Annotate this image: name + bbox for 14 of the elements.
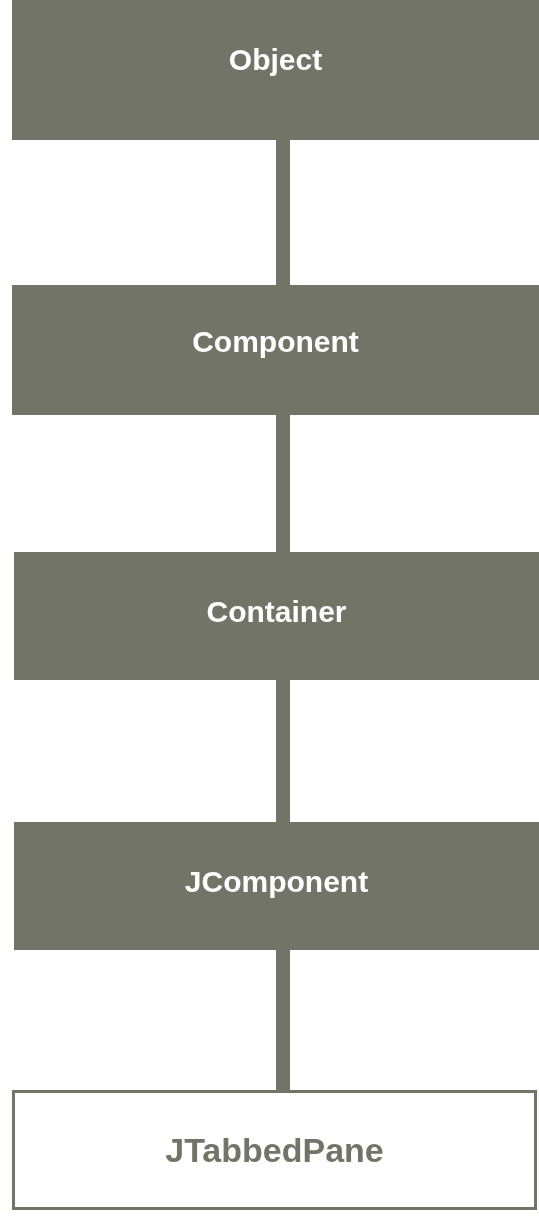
class-name: JComponent xyxy=(184,865,369,899)
class-name: Container xyxy=(206,595,347,629)
class-name: Component xyxy=(192,325,359,359)
class-box xyxy=(12,1090,537,1210)
class-name: Object xyxy=(228,43,323,77)
class-box xyxy=(14,552,539,680)
connector-line xyxy=(276,680,290,822)
connector-line xyxy=(276,140,290,285)
class-name: JTabbedPane xyxy=(165,1130,384,1170)
class-box xyxy=(12,285,539,415)
class-box xyxy=(14,822,539,950)
connector-line xyxy=(276,950,290,1090)
connector-line xyxy=(276,415,290,552)
class-box xyxy=(12,0,539,140)
